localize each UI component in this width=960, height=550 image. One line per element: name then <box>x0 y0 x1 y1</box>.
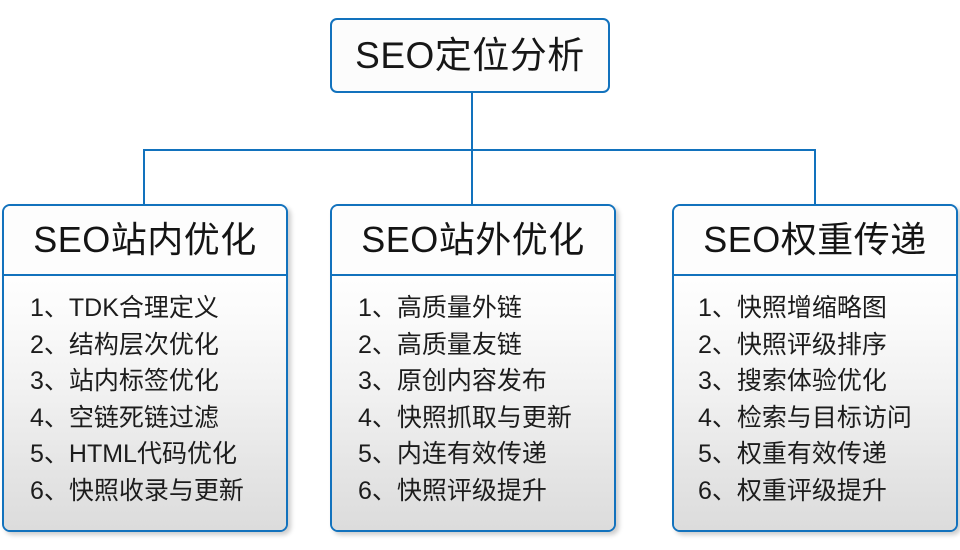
branch-item-list: 1、快照增缩略图 2、快照评级排序 3、搜索体验优化 4、检索与目标访问 5、权… <box>674 290 956 509</box>
list-item: 2、高质量友链 <box>358 330 522 359</box>
branch-header: SEO站内优化 <box>4 206 286 276</box>
list-item: 6、快照收录与更新 <box>30 476 244 505</box>
root-node-title: SEO定位分析 <box>355 35 585 76</box>
connector-horizontal-bus <box>143 149 816 151</box>
connector-root-stem <box>471 92 473 151</box>
list-item: 1、TDK合理定义 <box>30 294 219 322</box>
list-item: 3、原创内容发布 <box>358 367 547 395</box>
branch-title: SEO站内优化 <box>33 219 257 260</box>
branch-header: SEO权重传递 <box>674 206 956 276</box>
branch-body: 1、TDK合理定义 2、结构层次优化 3、站内标签优化 4、空链死链过滤 5、H… <box>4 276 286 530</box>
list-item: 2、结构层次优化 <box>30 330 219 359</box>
list-item: 1、快照增缩略图 <box>698 294 887 322</box>
connector-drop-right <box>814 149 816 205</box>
list-item: 4、快照抓取与更新 <box>358 403 572 432</box>
connector-drop-middle <box>471 149 473 205</box>
branch-card-seo-offsite[interactable]: SEO站外优化 1、高质量外链 2、高质量友链 3、原创内容发布 4、快照抓取与… <box>330 204 616 532</box>
root-node[interactable]: SEO定位分析 <box>330 18 610 93</box>
list-item: 3、搜索体验优化 <box>698 367 887 395</box>
branch-item-list: 1、TDK合理定义 2、结构层次优化 3、站内标签优化 4、空链死链过滤 5、H… <box>4 290 286 509</box>
list-item: 1、高质量外链 <box>358 294 522 322</box>
branch-item-list: 1、高质量外链 2、高质量友链 3、原创内容发布 4、快照抓取与更新 5、内连有… <box>332 290 614 509</box>
list-item: 5、权重有效传递 <box>698 440 887 468</box>
list-item: 4、空链死链过滤 <box>30 403 219 432</box>
list-item: 3、站内标签优化 <box>30 367 219 395</box>
list-item: 2、快照评级排序 <box>698 330 887 359</box>
branch-card-seo-weight[interactable]: SEO权重传递 1、快照增缩略图 2、快照评级排序 3、搜索体验优化 4、检索与… <box>672 204 958 532</box>
list-item: 5、HTML代码优化 <box>30 440 237 468</box>
connector-drop-left <box>143 149 145 205</box>
branch-body: 1、高质量外链 2、高质量友链 3、原创内容发布 4、快照抓取与更新 5、内连有… <box>332 276 614 530</box>
list-item: 4、检索与目标访问 <box>698 403 912 432</box>
branch-header: SEO站外优化 <box>332 206 614 276</box>
list-item: 5、内连有效传递 <box>358 440 547 468</box>
list-item: 6、快照评级提升 <box>358 476 547 505</box>
list-item: 6、权重评级提升 <box>698 476 887 505</box>
branch-title: SEO权重传递 <box>703 219 927 260</box>
branch-body: 1、快照增缩略图 2、快照评级排序 3、搜索体验优化 4、检索与目标访问 5、权… <box>674 276 956 530</box>
branch-card-seo-onsite[interactable]: SEO站内优化 1、TDK合理定义 2、结构层次优化 3、站内标签优化 4、空链… <box>2 204 288 532</box>
branch-title: SEO站外优化 <box>361 219 585 260</box>
